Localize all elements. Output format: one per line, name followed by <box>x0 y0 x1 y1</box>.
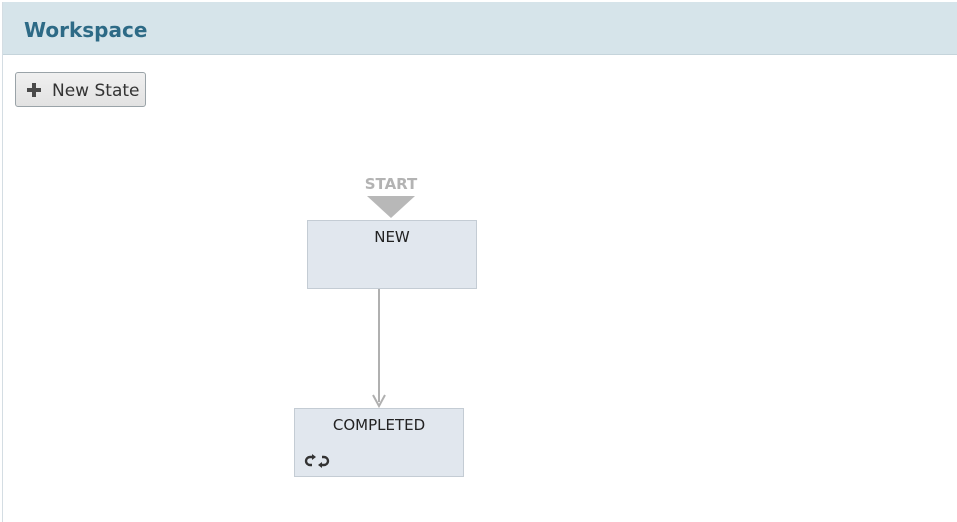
new-state-button[interactable]: New State <box>15 72 146 107</box>
state-label: NEW <box>374 228 410 246</box>
loop-icon[interactable] <box>304 453 332 469</box>
arrowhead-icon <box>372 394 386 409</box>
start-label: START <box>364 175 418 193</box>
transition-connector[interactable] <box>3 2 957 522</box>
state-label: COMPLETED <box>332 416 426 434</box>
state-node-new[interactable]: NEW <box>307 220 477 289</box>
new-state-button-label: New State <box>52 81 140 101</box>
workspace-header: Workspace <box>3 2 957 55</box>
page-title: Workspace <box>24 18 148 42</box>
start-marker-icon <box>367 196 415 218</box>
plus-icon <box>27 83 41 97</box>
state-node-completed[interactable]: COMPLETED <box>294 408 464 477</box>
